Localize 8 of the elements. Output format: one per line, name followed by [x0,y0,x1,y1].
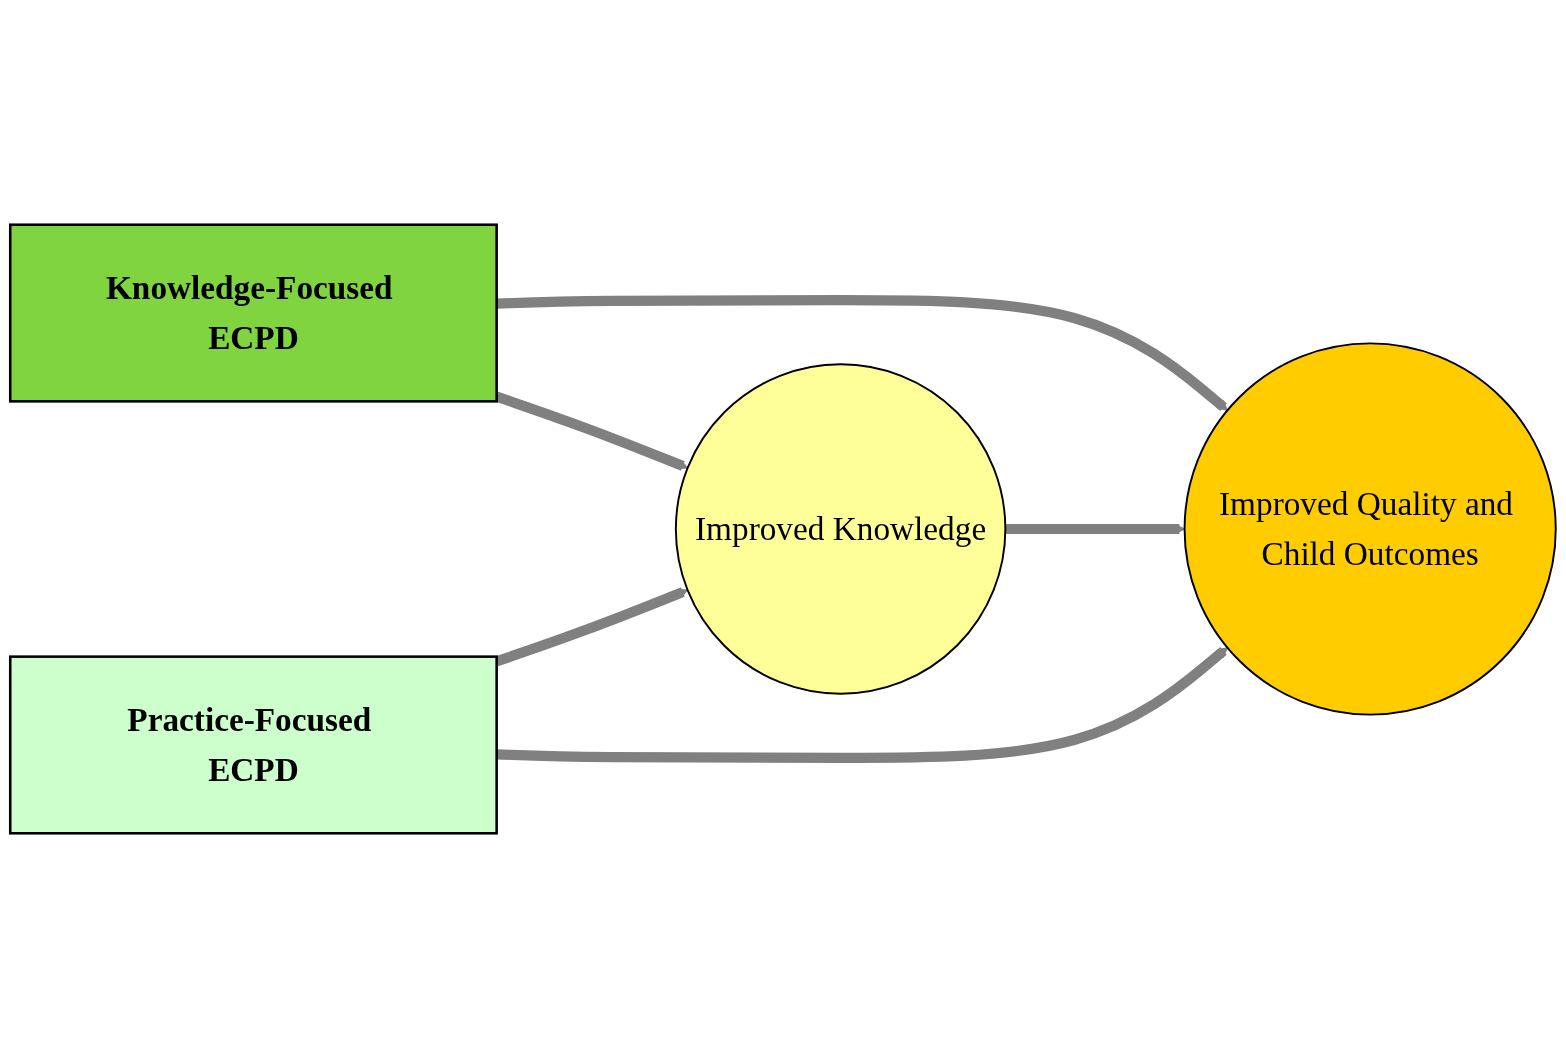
node-circle: Improved Quality and Child Outcomes [1183,342,1557,716]
node-box: Practice-Focused ECPD [8,655,498,835]
node-circle: Improved Knowledge [674,363,1007,695]
arrow [495,391,689,471]
arrow [496,647,1228,763]
arrow [495,587,689,667]
arrow [496,295,1228,411]
node-box: Knowledge-Focused ECPD [8,223,498,403]
